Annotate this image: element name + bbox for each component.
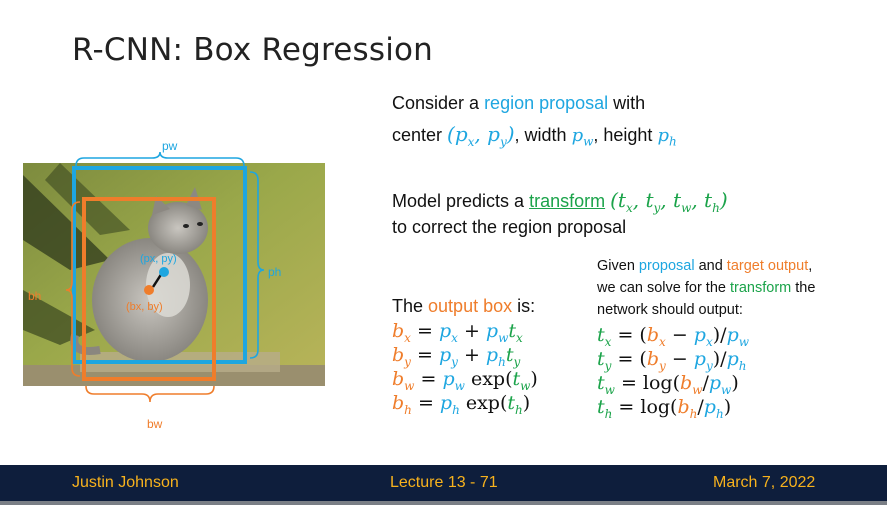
and-text: and — [694, 258, 727, 274]
given-text: Given — [597, 258, 639, 274]
transform-term: transform — [529, 191, 606, 211]
pw-brace — [75, 151, 245, 167]
model-predicts-line: Model predicts a transform (tx, ty, tw, … — [392, 188, 728, 215]
ph-label: ph — [268, 265, 281, 279]
output-center-dot — [144, 285, 154, 295]
given-line-2: we can solve for the transform the — [597, 280, 815, 296]
comma-text: , — [808, 258, 813, 274]
consider-text: Consider a — [392, 93, 485, 113]
we-can-solve-text: we can solve for the — [597, 280, 730, 296]
slide-title: R-CNN: Box Regression — [72, 32, 434, 68]
eq-bh: bh = ph exp(th) — [392, 392, 531, 417]
output-post: is: — [512, 296, 536, 316]
height-text: , height — [593, 125, 658, 145]
branch-shape — [23, 290, 95, 345]
eq-tx: tx = (bx − px)/pw — [597, 324, 750, 349]
cat-chest — [146, 253, 190, 317]
center-math: (px, py) — [447, 122, 515, 149]
eq-by: by = py + phty — [392, 344, 521, 369]
footer-lecture: Lecture 13 - 71 — [390, 474, 498, 491]
bh-brace — [65, 201, 81, 377]
proposal-box — [72, 166, 247, 364]
bw-brace — [85, 385, 215, 403]
output-box — [82, 197, 216, 381]
target-output-term: target output — [726, 258, 809, 274]
cat-head — [148, 202, 208, 254]
eq-bw: bw = pw exp(tw) — [392, 368, 538, 393]
eq-tw: tw = log(bw/pw) — [597, 372, 739, 397]
width-math: pw — [571, 125, 594, 149]
cat-eye — [197, 222, 203, 226]
ph-brace — [249, 171, 265, 359]
footer-bottom-strip — [0, 501, 887, 505]
to-correct-line: to correct the region proposal — [392, 217, 627, 237]
pw-label: pw — [162, 139, 178, 153]
region-proposal-term: region proposal — [484, 93, 609, 113]
bw-label: bw — [147, 417, 163, 431]
footer-date: March 7, 2022 — [713, 474, 816, 491]
transform-term-2: transform — [730, 280, 792, 296]
given-line-1: Given proposal and target output, — [597, 258, 812, 274]
cat-eye — [183, 224, 189, 228]
footer-bar: Justin Johnson Lecture 13 - 71 March 7, … — [0, 465, 887, 501]
consider-line: Consider a region proposal with — [392, 93, 645, 114]
given-line-3: network should output: — [597, 302, 743, 318]
with-text: with — [608, 93, 646, 113]
eq-th: th = log(bh/ph) — [597, 396, 732, 421]
height-math: ph — [657, 125, 677, 149]
footer-author: Justin Johnson — [72, 474, 179, 491]
output-box-term: output box — [428, 296, 513, 316]
the-text: the — [791, 280, 816, 296]
output-box-heading: The output box is: — [392, 296, 535, 317]
center-line: center (px, py), width pw, height ph — [392, 122, 677, 149]
proposal-center-label: (px, py) — [140, 253, 177, 265]
proposal-center-dot — [159, 267, 169, 277]
transform-math: (tx, ty, tw, th) — [610, 188, 728, 215]
output-pre: The — [392, 296, 429, 316]
proposal-term: proposal — [638, 258, 695, 274]
eq-bx: bx = px + pwtx — [392, 320, 523, 345]
width-text: , width — [514, 125, 572, 145]
eq-ty: ty = (by − py)/ph — [597, 348, 747, 373]
center-text: center — [392, 125, 448, 145]
branch-shape — [23, 175, 110, 270]
bh-label: bh — [28, 289, 41, 303]
output-center-label: (bx, by) — [126, 301, 163, 313]
model-predicts-text: Model predicts a — [392, 191, 530, 211]
